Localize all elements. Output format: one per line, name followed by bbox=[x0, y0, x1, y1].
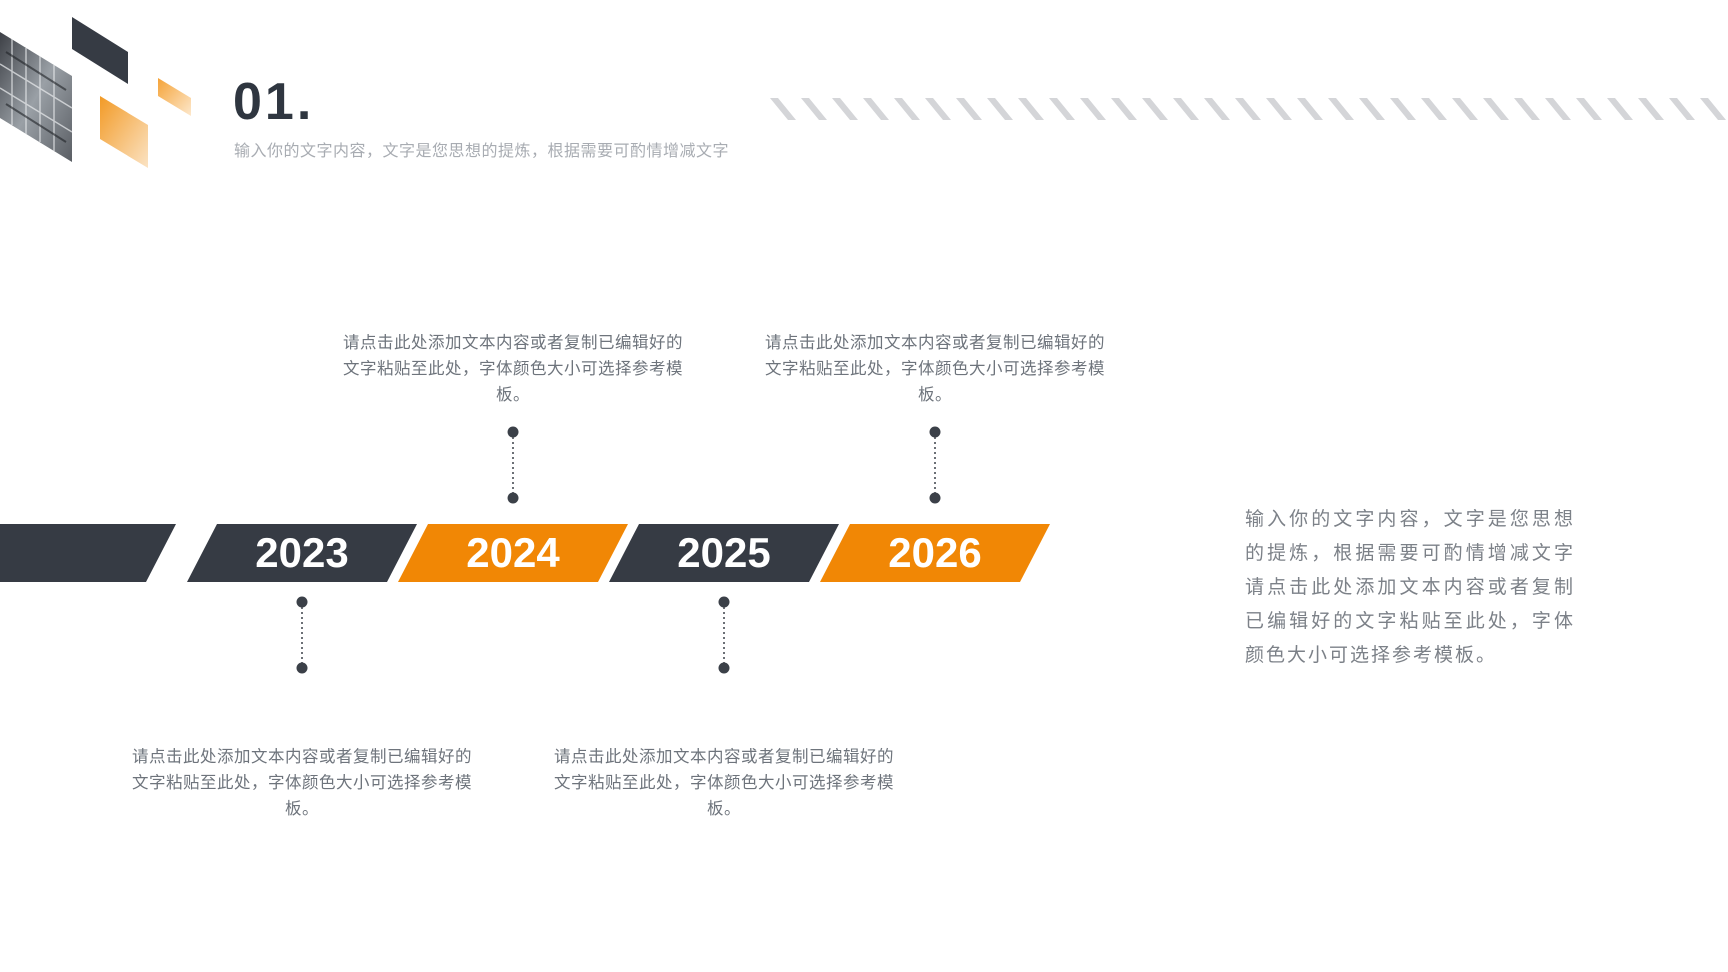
stripe-mark bbox=[1049, 98, 1075, 120]
year-label-2023: 2023 bbox=[255, 529, 349, 576]
caption-2023: 请点击此处添加文本内容或者复制已编辑好的文字粘贴至此处，字体颜色大小可选择参考模… bbox=[132, 747, 472, 818]
side-description: 输入你的文字内容，文字是您思想的提炼，根据需要可酌情增减文字请点击此处添加文本内… bbox=[1245, 508, 1575, 666]
diagonal-stripe-band bbox=[770, 98, 1726, 120]
year-label-2025: 2025 bbox=[677, 529, 771, 576]
stripe-mark bbox=[1483, 98, 1509, 120]
caption-2024: 请点击此处添加文本内容或者复制已编辑好的文字粘贴至此处，字体颜色大小可选择参考模… bbox=[343, 333, 683, 404]
stripe-mark bbox=[770, 98, 796, 120]
connector-dot-2024-end bbox=[507, 492, 519, 504]
stripe-mark bbox=[1669, 98, 1695, 120]
timeline-segment-2024 bbox=[398, 524, 628, 582]
stripe-mark bbox=[1421, 98, 1447, 120]
decor-logo bbox=[0, 17, 191, 168]
timeline-lead-segment bbox=[0, 524, 176, 582]
stripe-mark bbox=[1111, 98, 1137, 120]
stripe-mark bbox=[801, 98, 827, 120]
stripe-mark bbox=[1514, 98, 1540, 120]
section-subtitle: 输入你的文字内容，文字是您思想的提炼，根据需要可酌情增减文字 bbox=[234, 141, 730, 160]
timeline-segment-2026 bbox=[820, 524, 1050, 582]
timeline-connectors bbox=[296, 426, 941, 674]
stripe-mark bbox=[1576, 98, 1602, 120]
stripe-mark bbox=[956, 98, 982, 120]
year-label-2026: 2026 bbox=[888, 529, 982, 576]
connector-dot-2023-start bbox=[296, 596, 308, 608]
stripe-mark bbox=[1173, 98, 1199, 120]
stripe-mark bbox=[1607, 98, 1633, 120]
building-photo-slab bbox=[0, 32, 72, 162]
stripe-mark bbox=[1018, 98, 1044, 120]
connector-dot-2023-end bbox=[296, 662, 308, 674]
stripe-mark bbox=[1638, 98, 1664, 120]
stripe-mark bbox=[1142, 98, 1168, 120]
connector-dot-2024-start bbox=[507, 426, 519, 438]
small-orange-slab bbox=[158, 78, 191, 116]
stripe-mark bbox=[863, 98, 889, 120]
orange-gradient-slab bbox=[100, 96, 148, 168]
dark-parallelogram bbox=[72, 17, 128, 84]
year-label-2024: 2024 bbox=[466, 529, 560, 576]
stripe-mark bbox=[1204, 98, 1230, 120]
caption-2026: 请点击此处添加文本内容或者复制已编辑好的文字粘贴至此处，字体颜色大小可选择参考模… bbox=[765, 333, 1105, 404]
timeline-segment-2025 bbox=[609, 524, 839, 582]
connector-dot-2025-start bbox=[718, 596, 730, 608]
stripe-mark bbox=[1545, 98, 1571, 120]
caption-2025: 请点击此处添加文本内容或者复制已编辑好的文字粘贴至此处，字体颜色大小可选择参考模… bbox=[554, 747, 894, 818]
stripe-mark bbox=[832, 98, 858, 120]
connector-dot-2026-start bbox=[929, 426, 941, 438]
section-number: 01. bbox=[233, 73, 315, 131]
stripe-mark bbox=[987, 98, 1013, 120]
stripe-mark bbox=[1266, 98, 1292, 120]
stripe-mark bbox=[1235, 98, 1261, 120]
timeline-ribbon bbox=[0, 524, 1050, 582]
timeline-segment-2023 bbox=[187, 524, 417, 582]
connector-dot-2025-end bbox=[718, 662, 730, 674]
stripe-mark bbox=[1359, 98, 1385, 120]
stripe-mark bbox=[894, 98, 920, 120]
stripe-mark bbox=[1452, 98, 1478, 120]
connector-dot-2026-end bbox=[929, 492, 941, 504]
stripe-mark bbox=[1297, 98, 1323, 120]
stripe-mark bbox=[1080, 98, 1106, 120]
stripe-mark bbox=[1328, 98, 1354, 120]
stripe-mark bbox=[925, 98, 951, 120]
stripe-mark bbox=[1390, 98, 1416, 120]
stripe-mark bbox=[1700, 98, 1726, 120]
